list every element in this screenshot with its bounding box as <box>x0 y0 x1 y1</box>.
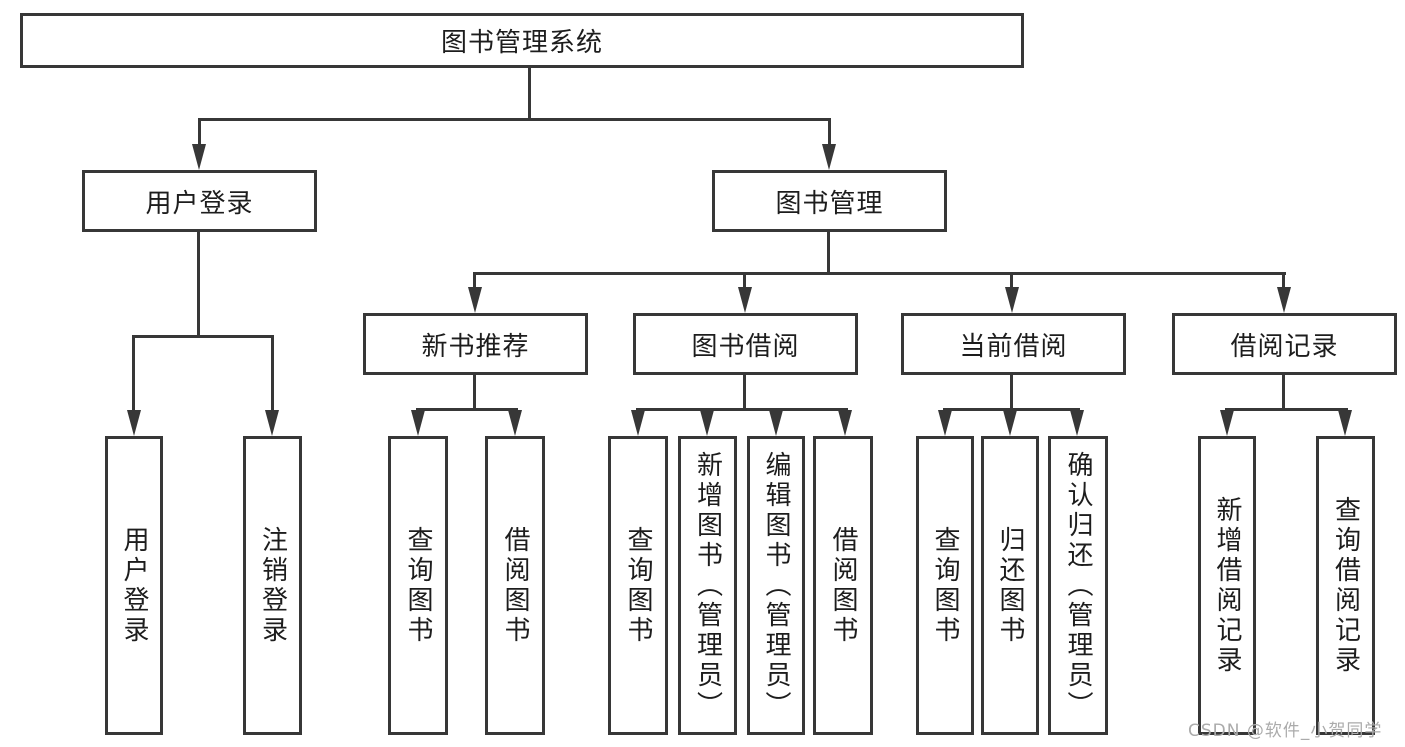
arrow-down-icon <box>127 410 141 436</box>
arrow-down-icon <box>769 410 783 436</box>
connector-current-borrowing-branch <box>943 408 1080 411</box>
connector-stub-book-management <box>828 118 831 148</box>
node-leaf-query-books-2: 查询图书 <box>608 436 668 735</box>
watermark: CSDN @软件_小贺同学 <box>1188 721 1383 741</box>
connector-root-drop <box>528 68 531 121</box>
node-leaf-logout: 注销登录 <box>243 436 302 735</box>
arrow-down-icon <box>938 410 952 436</box>
connector-stub-book-borrowing <box>743 272 746 292</box>
connector-book-management-drop <box>827 232 830 275</box>
connector-user-login-drop <box>197 232 200 338</box>
node-leaf-return-book: 归还图书 <box>981 436 1039 735</box>
connector-book-borrowing-branch <box>636 408 848 411</box>
node-leaf-confirm-return-admin: 确认归还（管理员） <box>1048 436 1108 735</box>
arrow-down-icon <box>1005 287 1019 313</box>
node-leaf-add-book-admin: 新增图书（管理员） <box>678 436 737 735</box>
arrow-down-icon <box>1070 410 1084 436</box>
connector-new-book-drop <box>473 375 476 411</box>
connector-stub-new-book <box>473 272 476 292</box>
node-leaf-query-books-3: 查询图书 <box>916 436 974 735</box>
node-leaf-borrow-books-1: 借阅图书 <box>485 436 545 735</box>
arrow-down-icon <box>192 144 206 170</box>
arrow-down-icon <box>838 410 852 436</box>
node-leaf-add-borrow-record: 新增借阅记录 <box>1198 436 1256 735</box>
connector-stub-borrow-records <box>1282 272 1285 292</box>
connector-borrow-records-branch <box>1225 408 1348 411</box>
connector-user-login-branch <box>132 335 274 338</box>
arrow-down-icon <box>1220 410 1234 436</box>
node-library-management-system: 图书管理系统 <box>20 13 1024 68</box>
node-leaf-query-books-1: 查询图书 <box>388 436 448 735</box>
arrow-down-icon <box>411 410 425 436</box>
node-book-borrowing: 图书借阅 <box>633 313 858 375</box>
connector-stub-leaf-user-login <box>132 335 135 412</box>
arrow-down-icon <box>1277 287 1291 313</box>
node-leaf-borrow-books-2: 借阅图书 <box>813 436 873 735</box>
arrow-down-icon <box>508 410 522 436</box>
arrow-down-icon <box>700 410 714 436</box>
arrow-down-icon <box>1338 410 1352 436</box>
node-leaf-user-login: 用户登录 <box>105 436 163 735</box>
arrow-down-icon <box>265 410 279 436</box>
arrow-down-icon <box>822 144 836 170</box>
connector-stub-user-login <box>198 118 201 148</box>
node-leaf-query-borrow-record: 查询借阅记录 <box>1316 436 1375 735</box>
arrow-down-icon <box>738 287 752 313</box>
node-current-borrowing: 当前借阅 <box>901 313 1126 375</box>
connector-new-book-branch <box>416 408 518 411</box>
node-borrow-records: 借阅记录 <box>1172 313 1397 375</box>
connector-stub-current-borrowing <box>1010 272 1013 292</box>
node-user-login: 用户登录 <box>82 170 317 232</box>
connector-current-borrowing-drop <box>1010 375 1013 411</box>
arrow-down-icon <box>1003 410 1017 436</box>
node-new-book-recommend: 新书推荐 <box>363 313 588 375</box>
connector-borrow-records-drop <box>1282 375 1285 411</box>
node-leaf-edit-book-admin: 编辑图书（管理员） <box>747 436 805 735</box>
connector-root-branch <box>198 118 831 121</box>
arrow-down-icon <box>468 287 482 313</box>
arrow-down-icon <box>631 410 645 436</box>
node-book-management: 图书管理 <box>712 170 947 232</box>
connector-book-management-branch <box>473 272 1286 275</box>
connector-stub-leaf-logout <box>271 335 274 412</box>
connector-book-borrowing-drop <box>743 375 746 411</box>
